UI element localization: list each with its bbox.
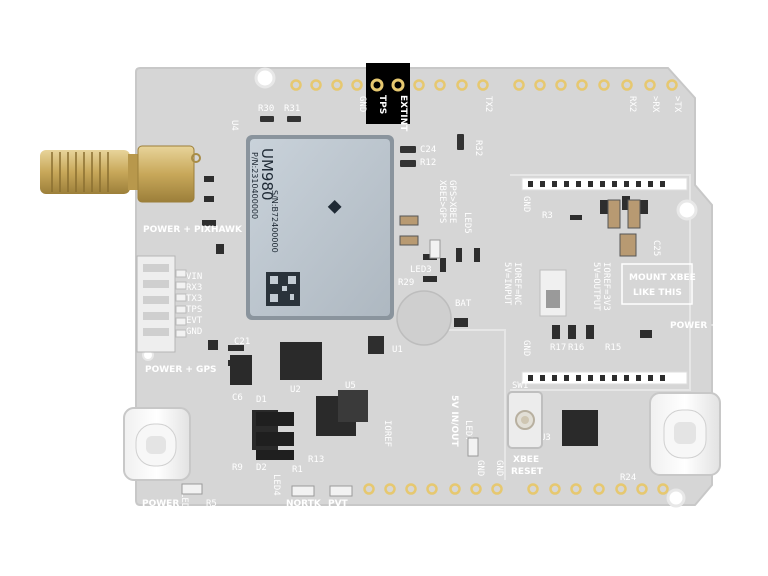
extint-label: EXTINT [398, 95, 408, 132]
led1-label: LED1 [360, 509, 382, 519]
tps-label: TPS [377, 95, 387, 114]
v5-in-out-label: 5V IN/OUT [449, 395, 459, 447]
r12-label: R12 [420, 158, 436, 168]
gps-xbee-label: GPS>XBEE [447, 180, 457, 223]
led7-label: LED7 [463, 420, 473, 442]
module-name: UM980 [258, 148, 276, 201]
led3-label: LED3 [410, 265, 432, 275]
r24-label: R24 [620, 473, 636, 483]
ioref-switch-knob [546, 290, 560, 308]
pin-label: EVT [186, 316, 203, 326]
gnd-bottom2-label: GND [494, 460, 504, 476]
r29-label: R29 [398, 278, 414, 288]
tx2-label: TX2 [483, 96, 493, 112]
pvt-label: PVT [328, 499, 349, 509]
pin-label: TX3 [186, 294, 202, 304]
r13-label: R13 [308, 455, 324, 465]
mount-xbee-box [621, 263, 693, 305]
gnss-module: UM980 P/N:2310400000 S/N:B72400000 ◆ [246, 135, 394, 320]
ioref-a: IOREF=3V3 [601, 262, 611, 311]
u5-label: U5 [345, 381, 356, 391]
mount-hole [666, 488, 686, 508]
extint-pin [391, 78, 405, 92]
gnd-bottom-label: GND [475, 460, 485, 476]
r9-label: R9 [232, 463, 243, 473]
r1-label: R1 [292, 465, 303, 475]
tx-label: >TX [672, 96, 682, 113]
power-xbee-label: POWER + XBEE [670, 321, 747, 331]
leds [181, 239, 479, 497]
jst-connector [136, 255, 187, 353]
smd-resistors-top [260, 116, 464, 167]
pin-label-group: VIN RX3 TX3 TPS EVT GND [186, 272, 203, 337]
r5-label: R5 [206, 499, 217, 509]
svg-text:◆: ◆ [325, 200, 346, 214]
ioref-label: IOREF [382, 420, 392, 447]
r32-label: R32 [473, 140, 483, 156]
r17-label: R17 [550, 343, 566, 353]
pin-label: RX3 [186, 283, 202, 293]
c6-label: C6 [232, 393, 243, 403]
r16-label: R16 [568, 343, 584, 353]
mount-hole [676, 199, 698, 221]
capacitors [399, 199, 641, 257]
r30-label: R30 [258, 104, 274, 114]
c24-label: C24 [420, 145, 436, 155]
power-gps-label: POWER + GPS [145, 365, 217, 375]
mount-hole [254, 67, 276, 89]
bottom-header-pins [363, 483, 669, 495]
d2-label: D2 [256, 463, 267, 473]
led4-label: LED4 [271, 474, 281, 496]
battery-pad [396, 290, 452, 346]
pin-label: TPS [186, 305, 202, 315]
led2-label: LED2 [179, 492, 189, 514]
usb-c-right [649, 392, 721, 476]
sma-connector [40, 145, 201, 203]
gnd-top-label: GND [357, 96, 367, 112]
usb-c-left [123, 407, 191, 481]
ioref-b: 5V=OUTPUT [591, 262, 601, 311]
rx-label: >RX [650, 96, 660, 113]
led5-label: LED5 [462, 212, 472, 234]
pin-label: VIN [186, 272, 202, 282]
tps-pin [370, 78, 384, 92]
u3-label: U3 [540, 433, 551, 443]
sw1-label: SW1 [512, 381, 528, 391]
r3-label: R3 [542, 211, 553, 221]
shield-outline [510, 174, 691, 391]
gnd-mid2-label: GND [521, 340, 531, 356]
xbee-gps-label: XBEE>GPS [437, 180, 447, 223]
bat-label: BAT [455, 299, 472, 309]
ioref-c: IOREF=NC [512, 262, 522, 305]
r31-label: R31 [284, 104, 300, 114]
mount-xbee-line1: MOUNT XBEE [629, 273, 696, 283]
u2-label: U2 [290, 385, 301, 395]
r15-label: R15 [605, 343, 621, 353]
mount-xbee-line2: LIKE THIS [633, 288, 682, 298]
module-logo-mark: ◆ [325, 200, 346, 214]
highlight-box [366, 63, 410, 124]
module-pn: P/N:2310400000 [250, 152, 259, 219]
diodes [256, 412, 294, 460]
pcb-board [135, 67, 713, 506]
xbee-reset-button [507, 391, 543, 449]
pin-label: GND [186, 327, 202, 337]
xbee-reset-line1: XBEE [513, 455, 539, 465]
gnd-mid-label: GND [521, 196, 531, 212]
c25-label: C25 [651, 240, 661, 256]
power-label: POWER [142, 499, 179, 509]
u1-label: U1 [392, 345, 403, 355]
ioref-d: 5V=INPUT [502, 262, 512, 306]
nortk-label: NORTK [286, 499, 322, 509]
power-pixhawk-label: POWER + PIXHAWK [143, 225, 243, 235]
d1-label: D1 [256, 395, 267, 405]
u4-label: U4 [229, 120, 239, 131]
module-sn: S/N:B72400000 [270, 190, 279, 253]
xbee-header-holes [528, 181, 665, 381]
xbee-reset-line2: RESET [511, 467, 544, 477]
rx2-label: RX2 [627, 96, 637, 112]
c21-label: C21 [234, 337, 250, 347]
